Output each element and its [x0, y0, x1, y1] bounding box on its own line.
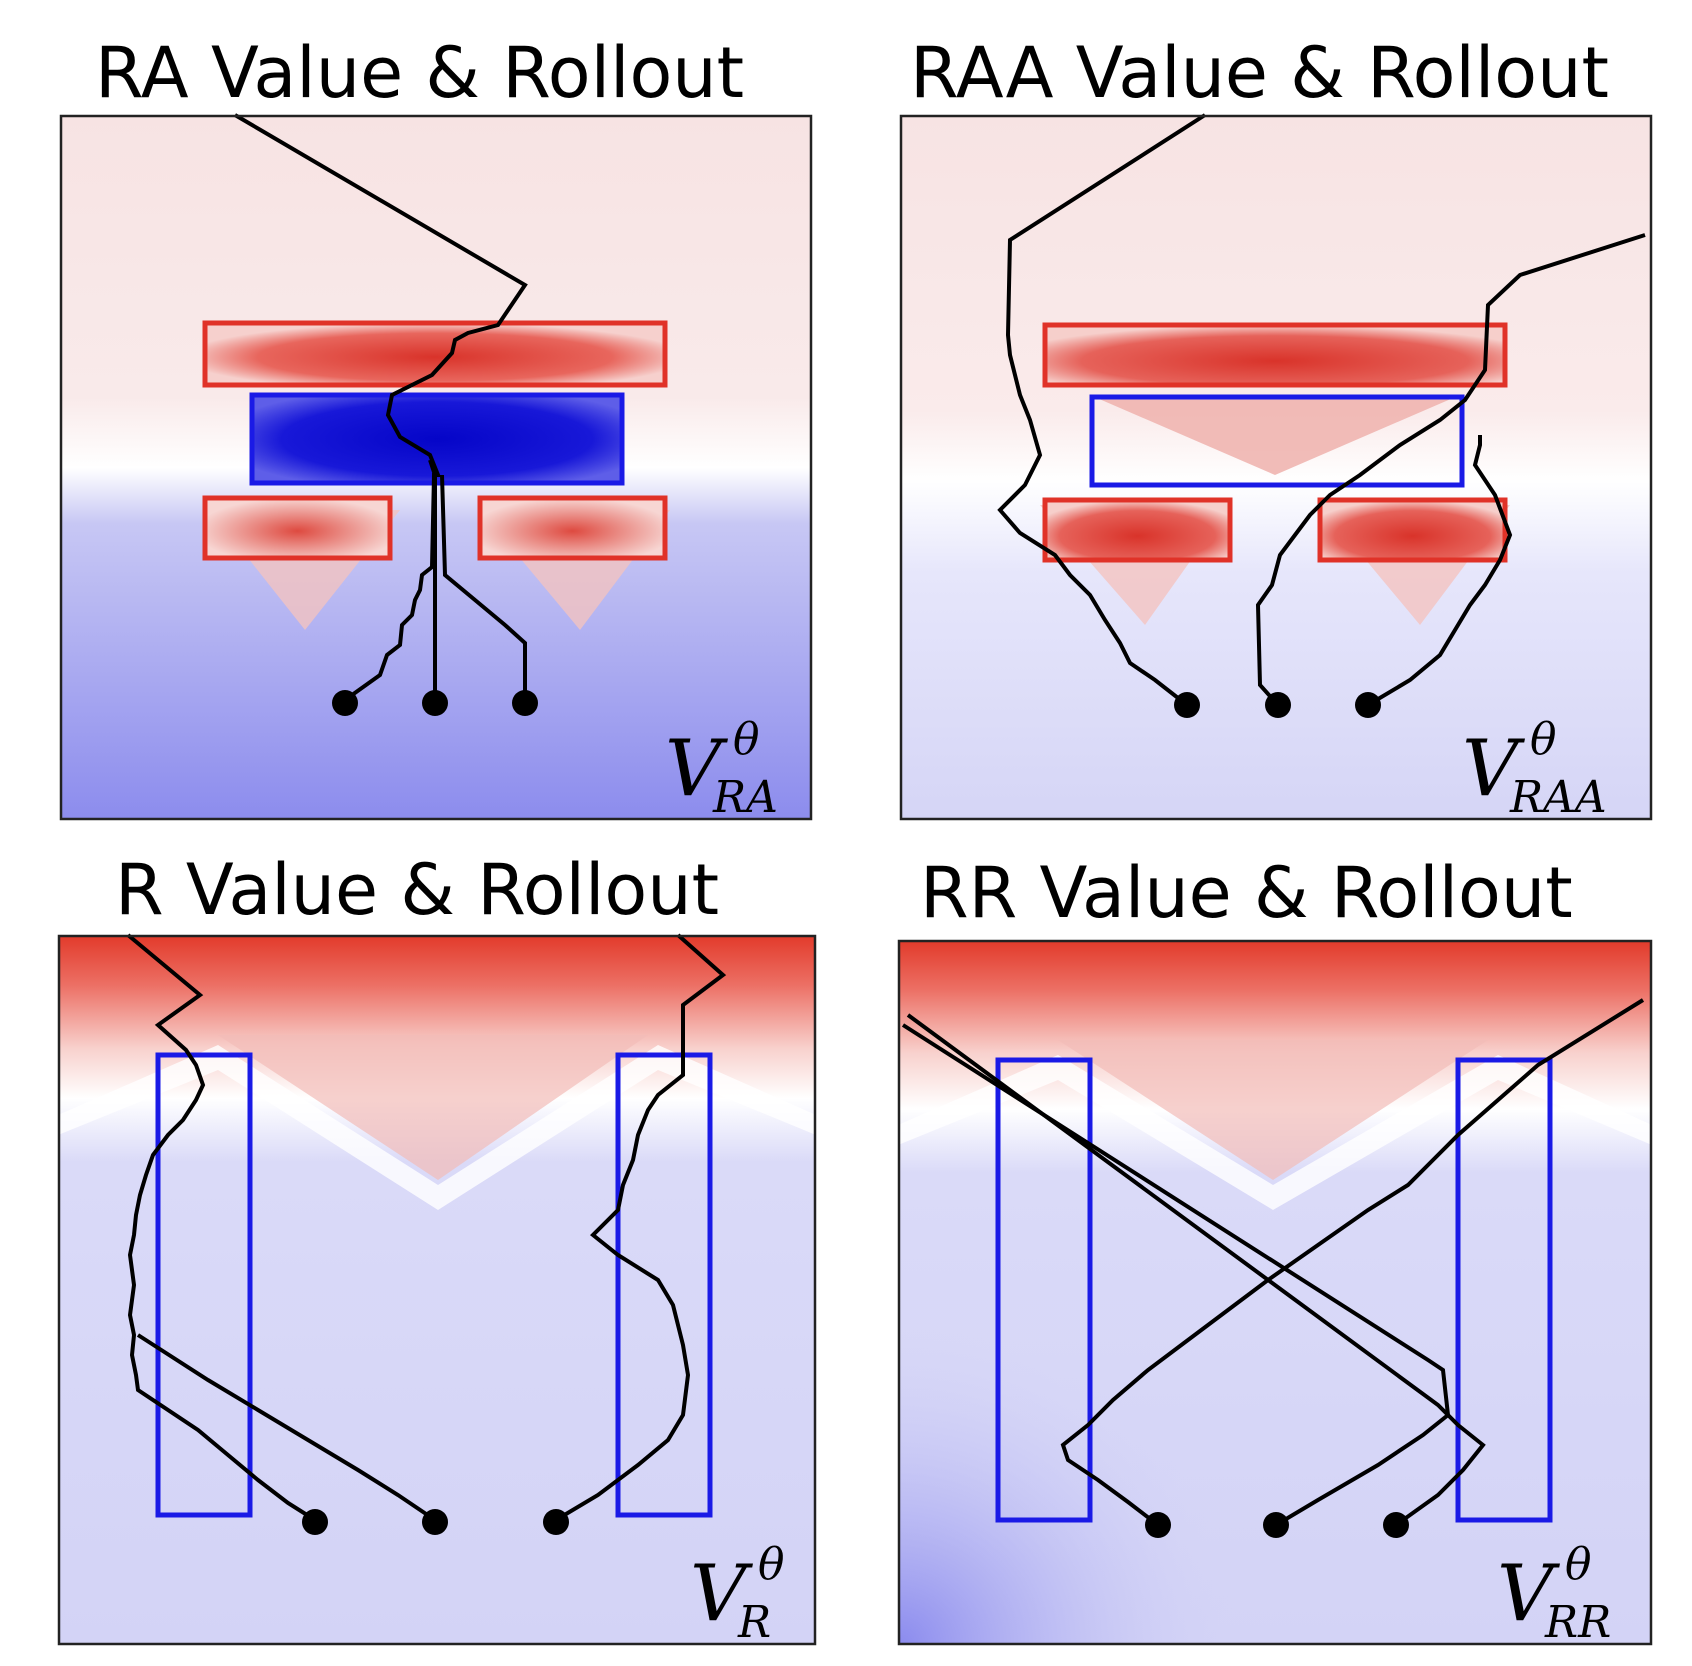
panel-title-r: R Value & Rollout — [115, 849, 720, 931]
red-wedge-center — [218, 1035, 648, 1180]
target-box-left — [155, 1052, 253, 1518]
trajectory-1 — [997, 113, 1207, 707]
value-label-r: V θ R — [690, 1539, 785, 1648]
start-point-1 — [1174, 692, 1200, 718]
red-wedge-center — [1090, 395, 1460, 475]
constraint-fill-top — [205, 323, 665, 385]
constraint-box-right — [1317, 497, 1508, 563]
constraint-box-top — [202, 320, 668, 388]
start-point-1 — [1145, 1512, 1171, 1538]
trajectory-1 — [126, 933, 317, 1522]
plot-r — [57, 933, 817, 1646]
constraint-fill-top — [1045, 325, 1505, 385]
plot-frame — [59, 114, 813, 821]
start-point-1 — [302, 1509, 328, 1535]
constraint-fill-left — [1045, 500, 1230, 560]
panel-title-ra: RA Value & Rollout — [95, 32, 745, 114]
trajectory-1 — [233, 113, 528, 702]
start-point-2 — [1263, 1512, 1289, 1538]
plot-rr — [897, 939, 1653, 1646]
start-point-2 — [422, 690, 448, 716]
target-box-left — [995, 1057, 1093, 1523]
plot-frame — [57, 934, 817, 1646]
trajectory-3 — [440, 474, 527, 700]
value-label-ra: V θ RA — [665, 714, 778, 823]
plot-ra — [59, 113, 813, 821]
constraint-fill-left — [205, 498, 390, 558]
plot-raa — [899, 113, 1653, 821]
start-point-2 — [1265, 692, 1291, 718]
constraint-box-top — [1042, 322, 1508, 388]
trajectory-2 — [1255, 233, 1646, 707]
plot-frame — [899, 114, 1653, 821]
panel-title-rr: RR Value & Rollout — [920, 852, 1573, 934]
panel-title-raa: RAA Value & Rollout — [910, 32, 1609, 114]
start-point-3 — [1383, 1512, 1409, 1538]
start-point-3 — [512, 690, 538, 716]
start-point-2 — [422, 1509, 448, 1535]
target-box-right — [615, 1052, 713, 1518]
value-label-rr: V θ RR — [1497, 1539, 1612, 1648]
trajectory-2 — [428, 459, 437, 700]
trajectory-2 — [901, 1023, 1451, 1527]
start-point-1 — [332, 690, 358, 716]
plot-frame — [897, 939, 1653, 1646]
white-band — [898, 1055, 1652, 1210]
trajectory-1 — [1060, 998, 1645, 1527]
start-point-3 — [543, 1509, 569, 1535]
constraint-box-right — [477, 495, 668, 561]
constraint-box-left — [1042, 497, 1233, 563]
constraint-fill-right — [1320, 500, 1505, 560]
target-box — [1089, 394, 1465, 488]
target-box-right — [1455, 1057, 1553, 1523]
trajectory-2 — [136, 1333, 437, 1522]
trajectory-3 — [554, 933, 727, 1522]
trajectory-3 — [1366, 435, 1513, 707]
trajectory-3b — [906, 1013, 1486, 1527]
red-wedge-center — [1058, 1040, 1488, 1180]
start-point-3 — [1355, 692, 1381, 718]
constraint-box-left — [202, 495, 393, 561]
value-label-raa: V θ RAA — [1462, 714, 1607, 823]
constraint-fill-right — [480, 498, 665, 558]
